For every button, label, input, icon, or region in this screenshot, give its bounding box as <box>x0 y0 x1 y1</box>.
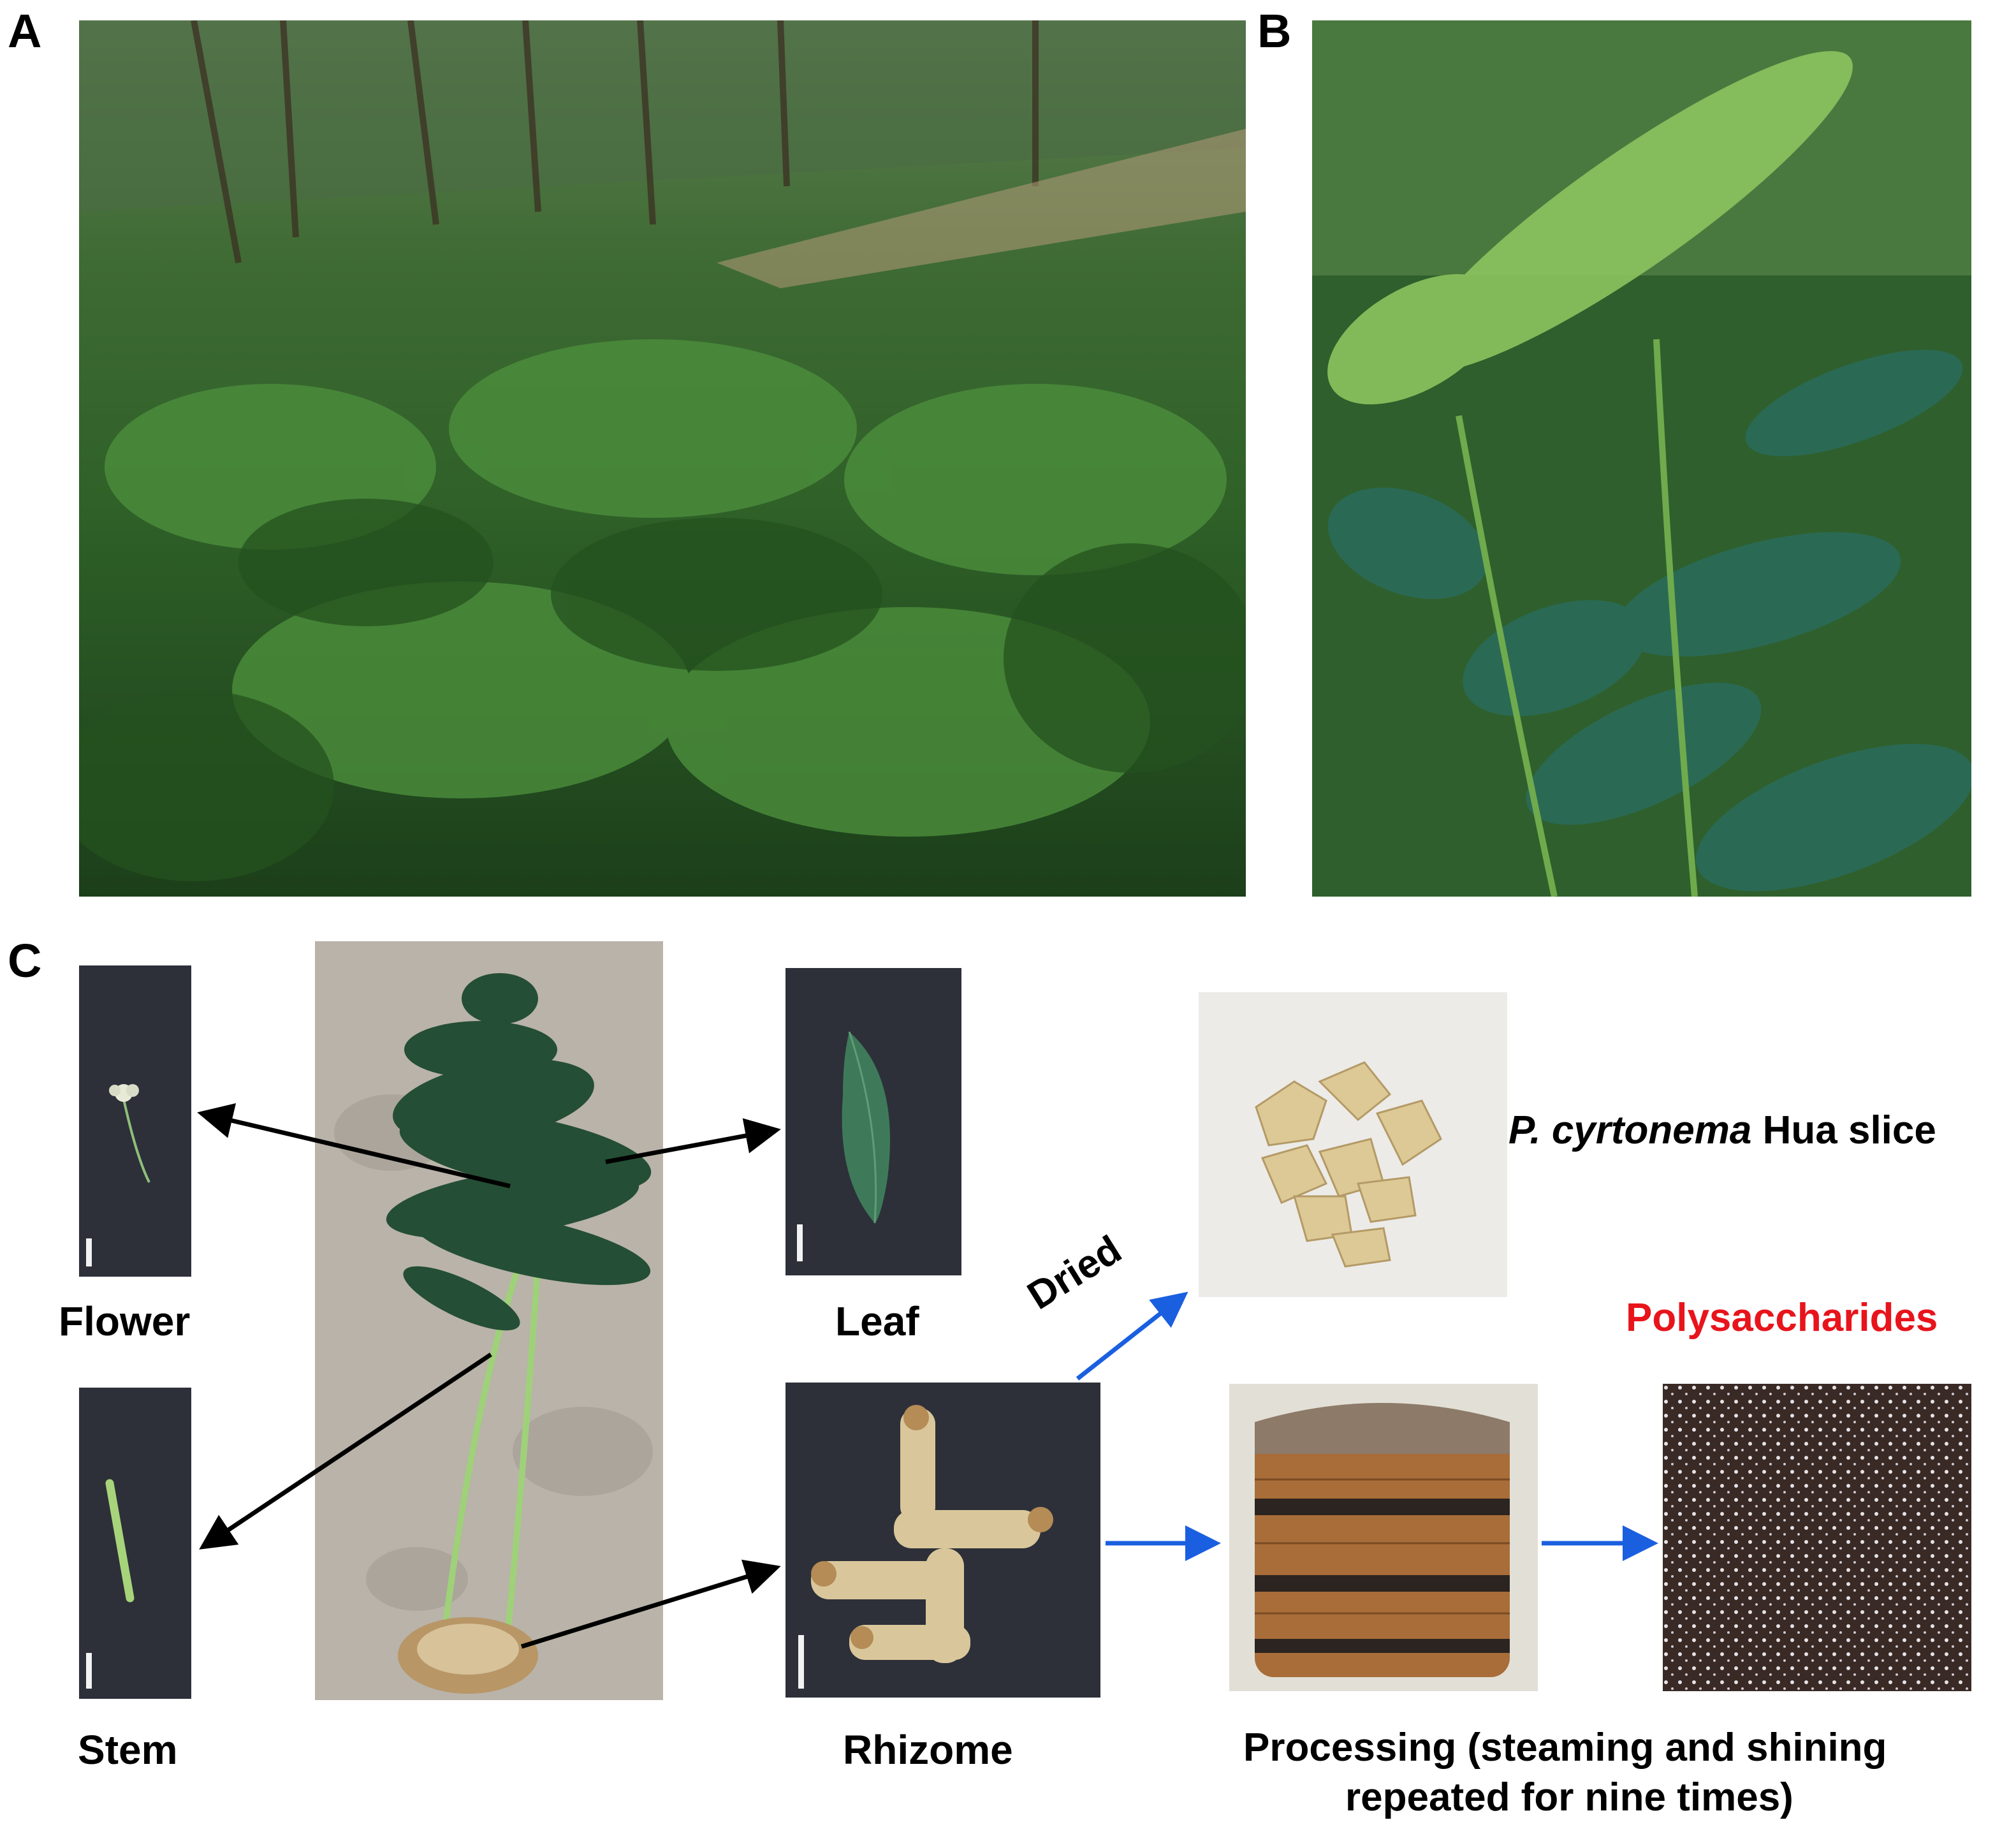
rhizome-label: Rhizome <box>843 1727 1013 1773</box>
field-photo <box>79 20 1246 897</box>
processing-label-line1: Processing (steaming and shining <box>1243 1726 1887 1770</box>
arrow-dried <box>1076 1291 1188 1381</box>
leaf-specimen-photo <box>785 968 961 1275</box>
arrow-to-stem <box>199 1353 492 1550</box>
slice-label-rest: Hua slice <box>1751 1108 1936 1152</box>
leaves-closeup-photo <box>1312 20 1971 897</box>
slice-label: P. cyrtonema Hua slice <box>1508 1111 1936 1150</box>
rhizome-scale-bar <box>798 1635 804 1689</box>
dried-slices-photo <box>1199 992 1507 1297</box>
leaf-label: Leaf <box>835 1298 919 1344</box>
steamer-photo <box>1229 1384 1538 1691</box>
flower-label: Flower <box>59 1298 191 1344</box>
polysaccharides-product-photo <box>1663 1384 1971 1691</box>
processing-label-line2: repeated for nine times) <box>1345 1775 1793 1819</box>
species-name: P. cyrtonema <box>1508 1108 1752 1152</box>
rhizome-specimen-photo <box>785 1383 1100 1698</box>
arrow-to-flower <box>197 1103 511 1189</box>
panel-letter-c: C <box>8 934 42 987</box>
stem-label: Stem <box>78 1727 178 1773</box>
panel-letter-a: A <box>8 4 42 57</box>
stem-scale-bar <box>86 1653 92 1689</box>
polysaccharides-label: Polysaccharides <box>1626 1296 1938 1340</box>
flower-scale-bar <box>86 1238 92 1266</box>
leaf-scale-bar <box>797 1224 803 1261</box>
whole-plant-photo <box>315 941 663 1700</box>
arrow-to-rhizome <box>520 1559 781 1649</box>
flower-specimen-photo <box>79 965 191 1277</box>
panel-letter-b: B <box>1257 4 1292 57</box>
arrow-to-leaf <box>605 1118 781 1164</box>
stem-specimen-photo <box>79 1388 191 1699</box>
